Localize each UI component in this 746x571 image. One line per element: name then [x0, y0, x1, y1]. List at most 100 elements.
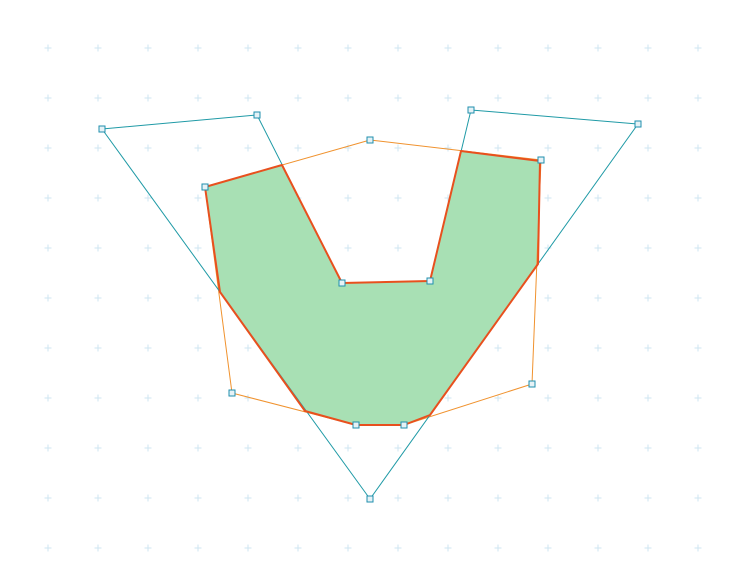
- result-region: [205, 151, 540, 425]
- grid-cross: [494, 494, 502, 502]
- grid-cross: [594, 44, 602, 52]
- clip-vertex-handle[interactable]: [426, 277, 434, 285]
- grid-cross: [594, 294, 602, 302]
- clip-vertex-handle[interactable]: [366, 495, 374, 503]
- subject-vertex-handle[interactable]: [528, 380, 536, 388]
- grid-cross: [544, 294, 552, 302]
- subject-vertex-handle[interactable]: [400, 421, 408, 429]
- grid-cross: [694, 444, 702, 452]
- clip-vertex-handle[interactable]: [338, 279, 346, 287]
- grid-cross: [494, 94, 502, 102]
- grid-cross: [194, 494, 202, 502]
- grid-cross: [694, 144, 702, 152]
- grid-cross: [394, 94, 402, 102]
- grid-cross: [544, 194, 552, 202]
- grid-cross: [44, 244, 52, 252]
- clip-vertex-handle[interactable]: [467, 106, 475, 114]
- grid-cross: [194, 194, 202, 202]
- grid-cross: [444, 94, 452, 102]
- grid-cross: [494, 444, 502, 452]
- grid-cross: [94, 444, 102, 452]
- grid-cross: [294, 144, 302, 152]
- grid-cross: [194, 444, 202, 452]
- grid-cross: [44, 344, 52, 352]
- grid-cross: [44, 544, 52, 552]
- grid-cross: [344, 494, 352, 502]
- grid-cross: [94, 394, 102, 402]
- grid-cross: [644, 244, 652, 252]
- grid-cross: [344, 44, 352, 52]
- grid-cross: [144, 194, 152, 202]
- grid-cross: [194, 544, 202, 552]
- grid-cross: [94, 544, 102, 552]
- grid-cross: [194, 44, 202, 52]
- grid-cross: [644, 94, 652, 102]
- grid-cross: [94, 44, 102, 52]
- subject-vertex-handle[interactable]: [366, 136, 374, 144]
- grid-cross: [44, 394, 52, 402]
- grid-cross: [444, 494, 452, 502]
- grid-cross: [144, 94, 152, 102]
- grid-cross: [94, 94, 102, 102]
- grid-cross: [244, 44, 252, 52]
- grid-cross: [694, 194, 702, 202]
- vertex-handles: [98, 106, 642, 503]
- grid-cross: [594, 244, 602, 252]
- grid-cross: [444, 544, 452, 552]
- subject-vertex-handle[interactable]: [228, 389, 236, 397]
- grid-cross: [694, 94, 702, 102]
- grid-cross: [244, 494, 252, 502]
- grid-cross: [144, 494, 152, 502]
- intersection-fill: [205, 151, 540, 425]
- grid-cross: [394, 494, 402, 502]
- grid-cross: [94, 244, 102, 252]
- grid-cross: [44, 144, 52, 152]
- subject-vertex-handle[interactable]: [352, 421, 360, 429]
- grid-cross: [594, 94, 602, 102]
- clip-vertex-handle[interactable]: [98, 125, 106, 133]
- grid-cross: [244, 94, 252, 102]
- grid-cross: [394, 44, 402, 52]
- grid-cross: [94, 294, 102, 302]
- grid-cross: [494, 344, 502, 352]
- grid-cross: [544, 344, 552, 352]
- subject-vertex-handle[interactable]: [201, 183, 209, 191]
- grid-cross: [244, 444, 252, 452]
- grid-cross: [44, 44, 52, 52]
- grid-cross: [294, 44, 302, 52]
- grid-cross: [594, 394, 602, 402]
- grid-cross: [544, 544, 552, 552]
- grid-cross: [394, 144, 402, 152]
- grid-cross: [94, 194, 102, 202]
- grid-cross: [394, 244, 402, 252]
- grid-cross: [44, 194, 52, 202]
- grid-cross: [344, 244, 352, 252]
- grid-cross: [194, 244, 202, 252]
- grid-cross: [144, 144, 152, 152]
- grid-cross: [344, 94, 352, 102]
- subject-vertex-handle[interactable]: [537, 156, 545, 164]
- grid-cross: [244, 344, 252, 352]
- grid-cross: [294, 544, 302, 552]
- grid-cross: [194, 344, 202, 352]
- grid-cross: [644, 144, 652, 152]
- grid-cross: [694, 494, 702, 502]
- grid-cross: [694, 294, 702, 302]
- clip-vertex-handle[interactable]: [634, 120, 642, 128]
- grid-cross: [144, 244, 152, 252]
- clip-vertex-handle[interactable]: [253, 111, 261, 119]
- grid-cross: [144, 44, 152, 52]
- grid-cross: [444, 144, 452, 152]
- grid-cross: [44, 294, 52, 302]
- grid-cross: [194, 94, 202, 102]
- grid-cross: [294, 444, 302, 452]
- grid-cross: [694, 394, 702, 402]
- grid-cross: [644, 444, 652, 452]
- grid-cross: [544, 94, 552, 102]
- grid-cross: [344, 194, 352, 202]
- grid-cross: [44, 494, 52, 502]
- grid-cross: [644, 344, 652, 352]
- grid-cross: [344, 544, 352, 552]
- grid-cross: [544, 394, 552, 402]
